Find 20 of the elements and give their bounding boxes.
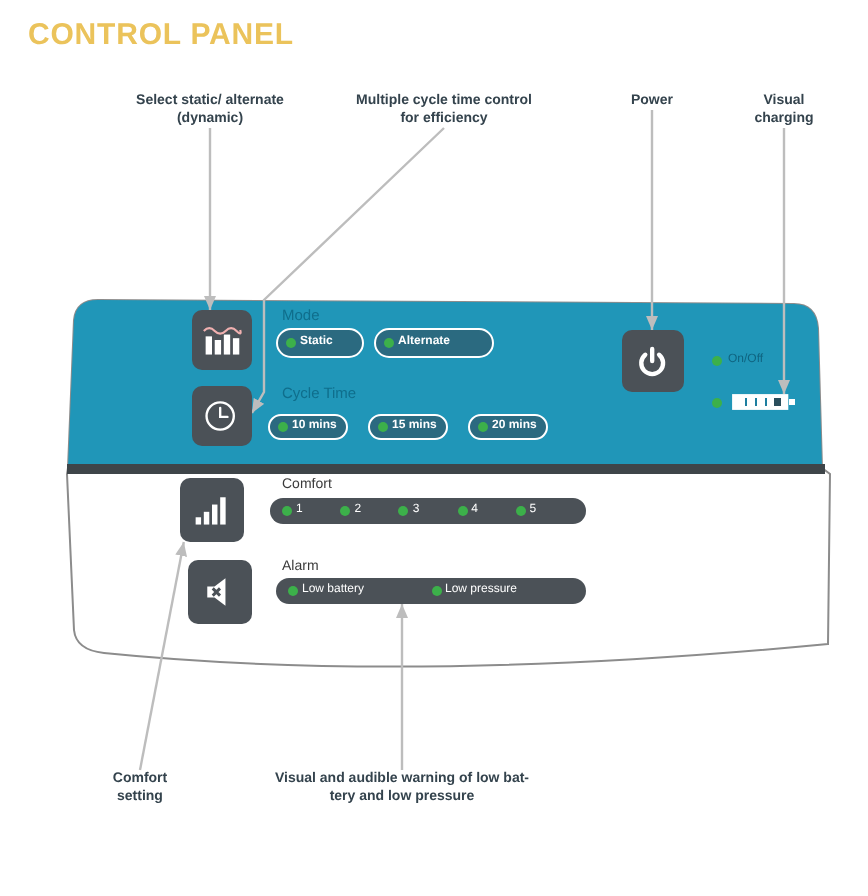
leader-arrow [396, 604, 408, 770]
leader-arrow [138, 541, 188, 771]
mode-button [192, 310, 252, 370]
comfort-button [180, 478, 244, 542]
alarm-indicator-bar [276, 578, 586, 604]
leader-arrow [646, 110, 658, 330]
cycle-time-indicator [468, 414, 548, 440]
cycle-time-indicator [368, 414, 448, 440]
mode-indicator [276, 328, 364, 358]
cycle-time-indicator [268, 414, 348, 440]
power-button [622, 330, 684, 392]
cycle-time-button [192, 386, 252, 446]
diagram-title: CONTROL PANEL [28, 18, 294, 54]
alarm-button [188, 560, 252, 624]
mode-indicator [374, 328, 494, 358]
leader-arrow [778, 128, 790, 394]
leader-arrow [250, 127, 445, 414]
battery-icon [732, 394, 800, 410]
leader-arrow [204, 128, 216, 310]
comfort-level-bar [270, 498, 586, 524]
